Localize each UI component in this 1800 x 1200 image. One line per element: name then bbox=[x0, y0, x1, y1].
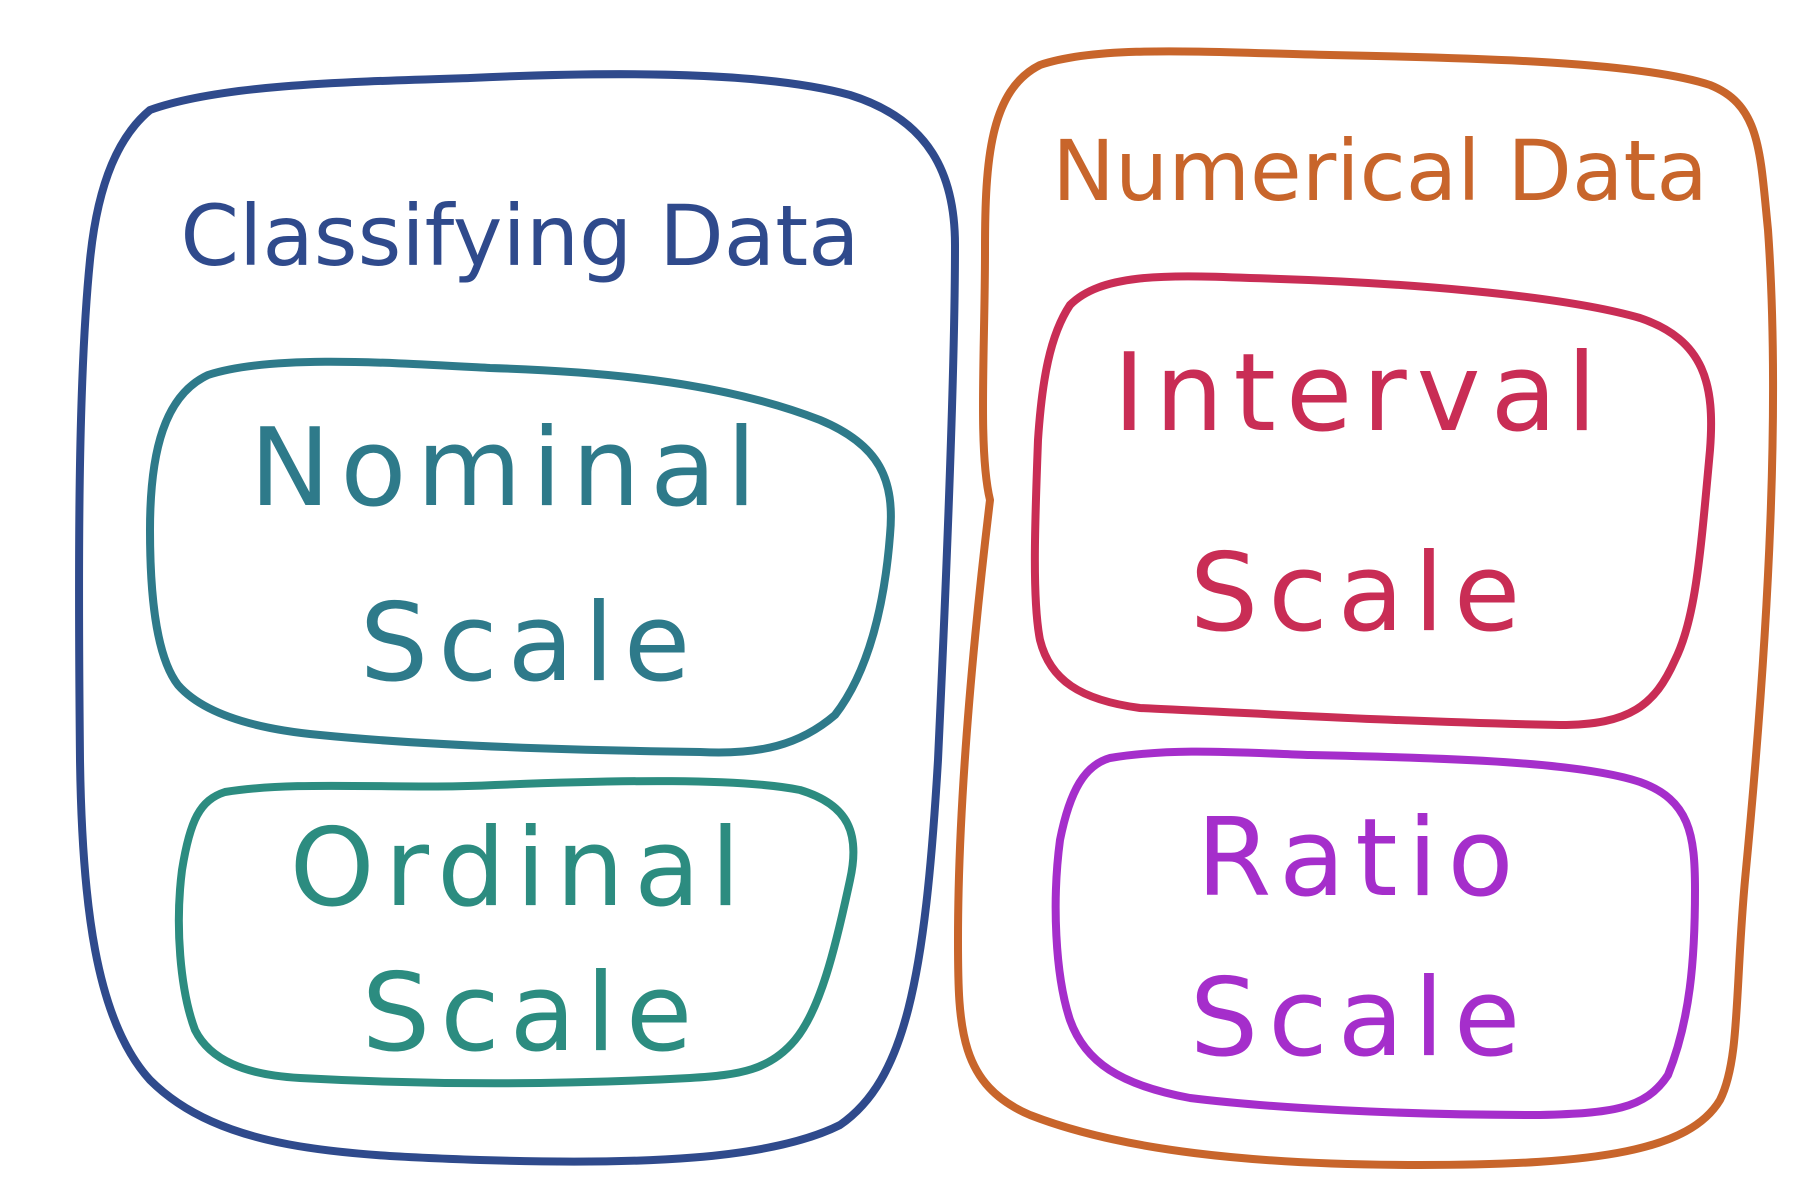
interval-scale-border bbox=[1030, 272, 1716, 729]
nominal-label-line2: Scale bbox=[360, 581, 701, 706]
ratio-label-line2: Scale bbox=[1190, 956, 1531, 1081]
ratio-scale-border bbox=[1051, 747, 1699, 1119]
numerical-data-group: Numerical Data bbox=[954, 47, 1778, 1169]
ordinal-label-line2: Scale bbox=[362, 951, 703, 1076]
ordinal-label-line1: Ordinal bbox=[290, 806, 751, 931]
classifying-data-border bbox=[75, 70, 959, 1166]
classifying-data-title: Classifying Data bbox=[180, 187, 859, 285]
ordinal-scale-box: Ordinal Scale bbox=[174, 777, 858, 1088]
interval-label-line2: Scale bbox=[1190, 531, 1531, 656]
nominal-scale-border bbox=[146, 357, 895, 757]
numerical-data-border bbox=[954, 47, 1778, 1169]
numerical-data-title: Numerical Data bbox=[1052, 122, 1708, 220]
interval-scale-box: Interval Scale bbox=[1030, 272, 1716, 729]
ratio-label-line1: Ratio bbox=[1196, 796, 1523, 921]
interval-label-line1: Interval bbox=[1113, 331, 1607, 456]
ratio-scale-box: Ratio Scale bbox=[1051, 747, 1699, 1119]
classifying-data-group: Classifying Data bbox=[75, 70, 959, 1166]
ordinal-scale-border bbox=[174, 777, 858, 1088]
nominal-label-line1: Nominal bbox=[250, 406, 767, 531]
nominal-scale-box: Nominal Scale bbox=[146, 357, 895, 757]
